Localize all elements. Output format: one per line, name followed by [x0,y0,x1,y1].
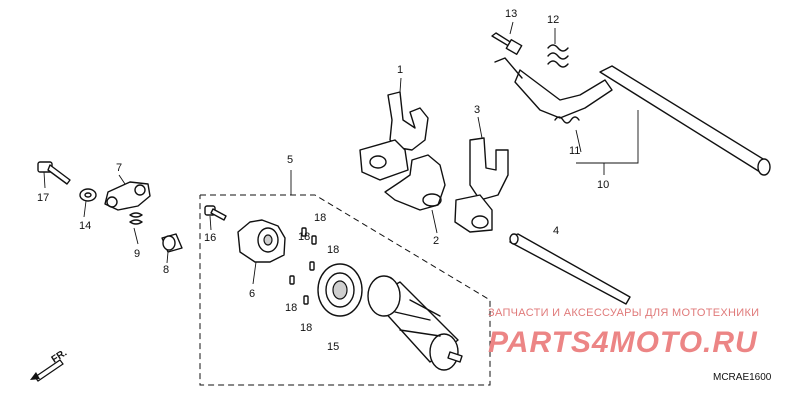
washer-14[interactable] [79,188,97,202]
callout-16: 16 [204,232,216,244]
direction-label: FR. [50,347,70,365]
leader-lines [43,21,639,285]
callout-18a: 18 [314,212,326,224]
callout-2: 2 [433,235,439,247]
callout-6: 6 [249,288,255,300]
callout-15: 15 [327,341,339,353]
bolt-16[interactable] [204,205,227,221]
callout-9: 9 [134,248,140,260]
callout-13: 13 [505,8,517,20]
watermark-logo: PARTS4MOTO.RU [488,326,758,359]
bearing-15[interactable] [317,263,363,317]
shift-drum[interactable] [367,275,463,371]
return-spring[interactable] [554,116,580,124]
callout-18e: 18 [300,322,312,334]
bolt-13[interactable] [491,32,523,56]
callouts: 1 2 3 4 5 6 7 8 9 10 11 12 13 14 15 16 1… [37,8,609,353]
collar-8[interactable] [161,233,183,253]
callout-8: 8 [163,264,169,276]
callout-11: 11 [569,145,580,157]
assembly-box [199,194,491,386]
dowel-pins[interactable] [289,227,317,305]
front-direction-arrow: FR. [30,347,70,382]
callout-18b: 18 [298,231,310,243]
watermark: ЗАПЧАСТИ И АКСЕССУАРЫ ДЛЯ МОТОТЕХНИКИ PA… [488,307,759,359]
gearshift-spindle[interactable] [494,57,771,176]
callout-18d: 18 [285,302,297,314]
callout-1: 1 [397,64,403,76]
callout-7: 7 [116,162,122,174]
callout-12: 12 [547,14,559,26]
diagram-code: MCRAE1600 [713,372,772,383]
bolt-17[interactable] [37,161,71,185]
callout-10: 10 [597,179,609,191]
stopper-arm[interactable] [104,181,151,211]
callout-18c: 18 [327,244,339,256]
shift-fork-2[interactable] [384,154,446,211]
fork-shaft[interactable] [509,233,631,305]
watermark-caption: ЗАПЧАСТИ И АКСЕССУАРЫ ДЛЯ МОТОТЕХНИКИ [488,307,759,319]
callout-17: 17 [37,192,49,204]
callout-3: 3 [474,104,480,116]
spring-12[interactable] [547,44,569,68]
callout-4: 4 [553,225,559,237]
callout-14: 14 [79,220,91,232]
shift-fork-3[interactable] [454,137,509,233]
shift-drum-center[interactable] [237,219,286,263]
spring-9[interactable] [129,212,143,225]
shift-fork-1[interactable] [359,91,429,181]
callout-5: 5 [287,154,293,166]
